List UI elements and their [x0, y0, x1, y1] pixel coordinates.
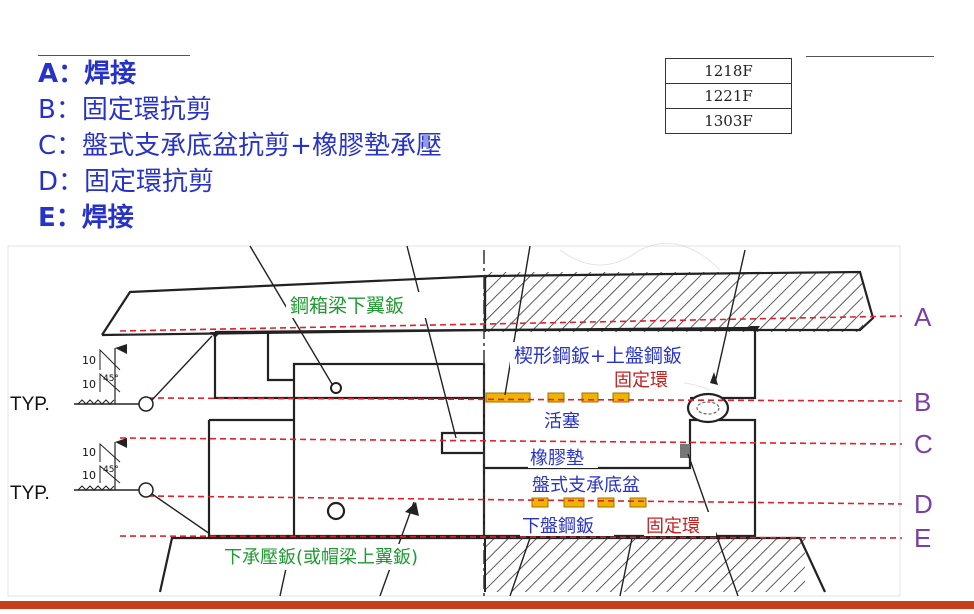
label-wedge-plate: 楔形鋼鈑+上盤鋼鈑: [514, 345, 682, 367]
upper-step: [266, 332, 294, 382]
top-flange-hatch: [485, 272, 863, 332]
reference-cell: 1303F: [665, 108, 792, 134]
lower-yellow: [531, 497, 549, 508]
fixed-ring-yellow: [581, 392, 599, 403]
weld-size-top: 10: [82, 354, 96, 367]
label-fixed-ring-lower: 固定環: [646, 516, 700, 537]
fixed-ring-icon: [686, 392, 730, 424]
piston-notch: [440, 431, 484, 455]
weld-size-bottom: 10: [82, 469, 96, 482]
top-flange-right-outline: [483, 270, 875, 332]
bottom-plate-hatch: [485, 538, 805, 592]
legend-item-e: E：焊接: [38, 203, 134, 233]
weld-all-around-icon: [138, 396, 154, 412]
legend-item-c: C：盤式支承底盆抗剪+橡膠墊承壓: [38, 131, 442, 161]
rubber-seal: [680, 444, 690, 458]
flag-icon: [115, 438, 127, 448]
weld-typ-label: TYP.: [10, 394, 50, 415]
level-c: C: [914, 429, 933, 459]
reference-cell: 1221F: [665, 83, 792, 109]
upper-plate-yellow: [485, 392, 531, 403]
legend-item-a: A：焊接: [38, 59, 137, 89]
label-rubber-pad: 橡膠墊: [530, 448, 584, 469]
fixed-ring-yellow: [547, 392, 565, 403]
bolt-icon: [326, 501, 346, 521]
top-left-rule: [38, 55, 190, 56]
fixed-ring-inner: [696, 401, 720, 415]
top-right-rule: [806, 56, 934, 57]
level-a: A: [914, 302, 932, 332]
level-b: B: [914, 387, 931, 417]
flag-icon: [115, 344, 127, 354]
weld-size-bottom: 10: [82, 378, 96, 391]
legend-item-b: B：固定環抗剪: [38, 95, 212, 125]
level-lines: [119, 315, 903, 539]
lower-yellow: [597, 497, 615, 508]
bearing-section-diagram: A B C D E TYP. 10 10 45° TYP. 10 10 45°: [7, 242, 933, 597]
weld-symbol-upper: TYP. 10 10 45°: [10, 335, 213, 415]
weld-mark: [749, 326, 760, 333]
weld-symbol-lower: TYP. 10 10 45°: [10, 438, 211, 535]
legend-item-d: D：固定環抗剪: [38, 167, 215, 197]
label-lower-plate: 下盤鋼鈑: [522, 516, 594, 537]
arrow-head-icon: [710, 372, 718, 385]
reference-cell: 1218F: [665, 58, 792, 84]
lower-yellow: [563, 497, 585, 508]
weld-size-top: 10: [82, 446, 96, 459]
weld-mark: [210, 332, 221, 338]
legend: A：焊接 B：固定環抗剪 C：盤式支承底盆抗剪+橡膠墊承壓 D：固定環抗剪 E：…: [38, 56, 442, 236]
level-d: D: [914, 489, 933, 519]
lower-yellow: [629, 497, 647, 508]
label-fixed-ring-upper: 固定環: [614, 370, 668, 391]
weld-typ-label: TYP.: [10, 483, 50, 504]
label-pot-base: 盤式支承底盆: [532, 475, 640, 496]
reference-table: 1218F 1221F 1303F: [665, 58, 792, 134]
fixed-ring-yellow: [612, 392, 630, 403]
weld-all-around-icon: [138, 482, 154, 498]
label-piston: 活塞: [544, 411, 580, 432]
level-e: E: [914, 523, 931, 553]
label-bearing-plate: 下承壓鈑(或帽梁上翼鈑): [224, 547, 418, 568]
arrow-head-icon: [405, 502, 419, 516]
bolt-icon: [330, 382, 342, 394]
weld-angle: 45°: [103, 374, 119, 384]
weld-angle: 45°: [103, 465, 119, 475]
label-top-flange: 鋼箱梁下翼鈑: [290, 295, 404, 317]
bottom-accent-bar: [0, 601, 974, 609]
